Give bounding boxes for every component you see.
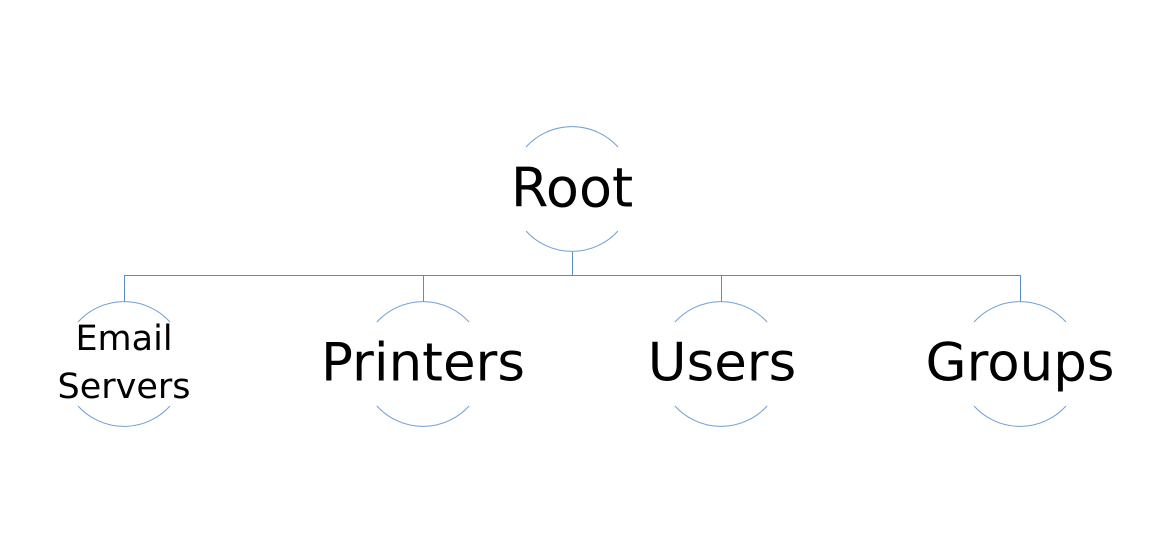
groups-node-bottom-arc — [973, 405, 1067, 427]
printers-node-top-arc — [376, 301, 470, 323]
users-node-top-arc — [674, 301, 768, 323]
users-node-bottom-arc — [674, 405, 768, 427]
root-node-bottom-arc — [525, 230, 619, 252]
users-node-label: Users — [647, 332, 797, 394]
groups-node-label: Groups — [925, 332, 1115, 394]
email-servers-node-bottom-arc — [77, 405, 171, 427]
root-node-label: Root — [510, 156, 634, 220]
printers-node-label: Printers — [321, 332, 525, 394]
email-servers-node-label: Email Servers — [57, 319, 191, 407]
groups-node-top-arc — [973, 301, 1067, 323]
email-servers-node-top-arc — [77, 301, 171, 323]
printers-node-bottom-arc — [376, 405, 470, 427]
root-node-top-arc — [525, 126, 619, 148]
